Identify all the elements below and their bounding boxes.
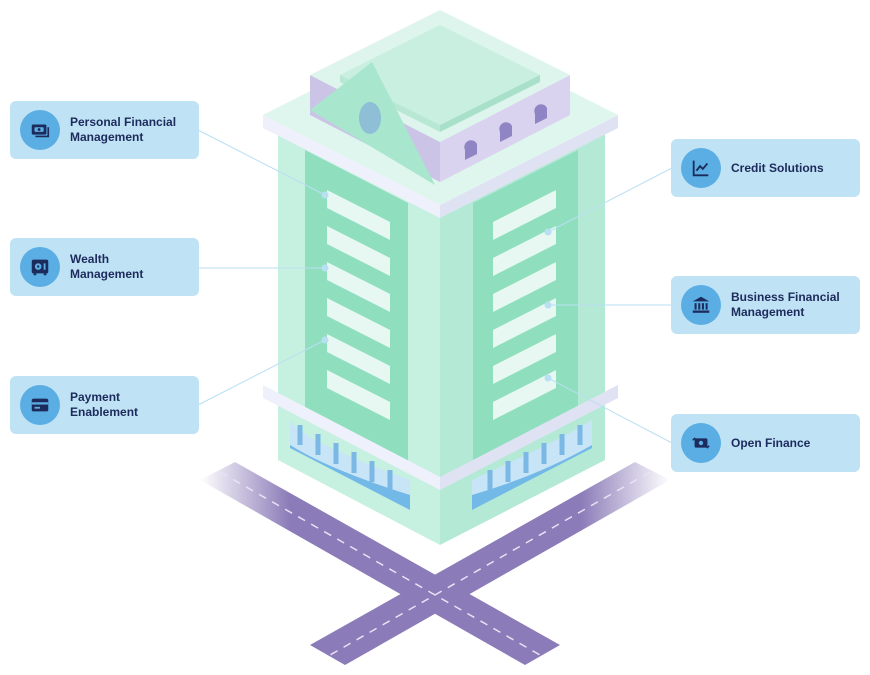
card-label-line1: Payment bbox=[70, 390, 121, 404]
bank-icon bbox=[681, 285, 721, 325]
card-label-line1: Business Financial bbox=[731, 290, 840, 304]
service-card-credit-solutions: Credit Solutions bbox=[671, 139, 860, 197]
service-card-open-finance: Open Finance bbox=[671, 414, 860, 472]
building bbox=[263, 10, 618, 545]
safe-icon bbox=[20, 247, 60, 287]
card-label-line1: Open Finance bbox=[731, 435, 811, 450]
card-label-line2: Management bbox=[70, 267, 144, 281]
money-exchange-icon bbox=[681, 423, 721, 463]
card-label-line1: Credit Solutions bbox=[731, 160, 824, 175]
money-stack-icon bbox=[20, 110, 60, 150]
connector-lines bbox=[197, 129, 673, 444]
card-label-line1: Wealth bbox=[70, 252, 110, 266]
roads bbox=[200, 462, 670, 665]
card-label-line2: Management bbox=[731, 305, 805, 319]
credit-card-icon bbox=[20, 385, 60, 425]
line-chart-icon bbox=[681, 148, 721, 188]
card-label-line1: Personal Financial bbox=[70, 115, 177, 129]
card-label-line2: Management bbox=[70, 130, 144, 144]
card-label-line2: Enablement bbox=[70, 405, 139, 419]
